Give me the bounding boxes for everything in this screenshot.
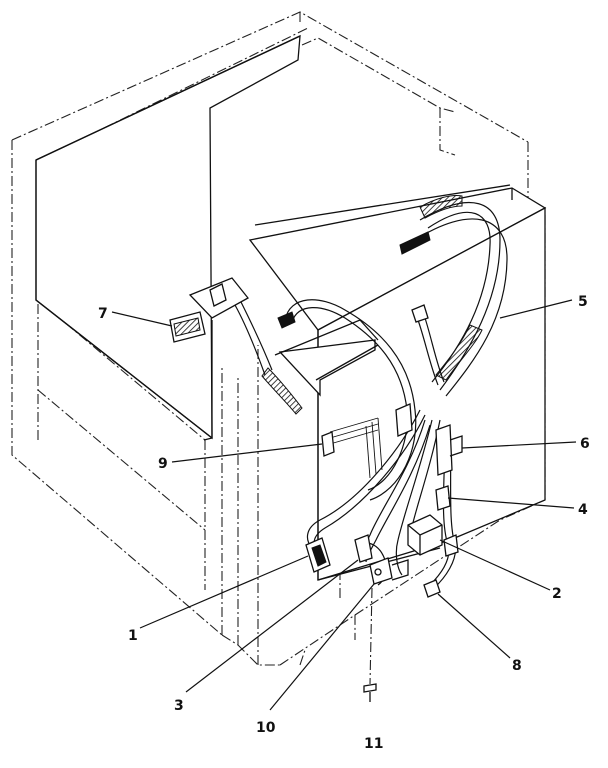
relay-2: [407, 514, 443, 556]
connector-3: [354, 534, 373, 563]
callout-2: 2: [552, 586, 562, 602]
screw-11: [363, 587, 377, 702]
terminal-10: [369, 557, 409, 585]
callout-3: 3: [174, 698, 184, 714]
callout-1: 1: [128, 628, 138, 644]
wire-harness-cables: [234, 195, 508, 589]
connector-6: [435, 424, 463, 476]
connector-8: [423, 579, 441, 598]
leader-lines: [111, 299, 577, 711]
callout-labels: 7 9 1 3 10 11 5 6 4 2 8: [98, 294, 590, 752]
callout-7: 7: [98, 306, 108, 322]
connector-box: [395, 403, 413, 437]
connector-4: [435, 485, 451, 511]
callout-6: 6: [580, 436, 590, 452]
callout-11: 11: [364, 736, 383, 752]
callout-5: 5: [578, 294, 588, 310]
connector-1: [305, 537, 331, 573]
connector-7: [169, 277, 249, 343]
callout-4: 4: [578, 502, 588, 518]
callout-8: 8: [512, 658, 522, 674]
callout-10: 10: [256, 720, 276, 736]
callout-9: 9: [158, 456, 168, 472]
connector-9: [321, 431, 335, 457]
